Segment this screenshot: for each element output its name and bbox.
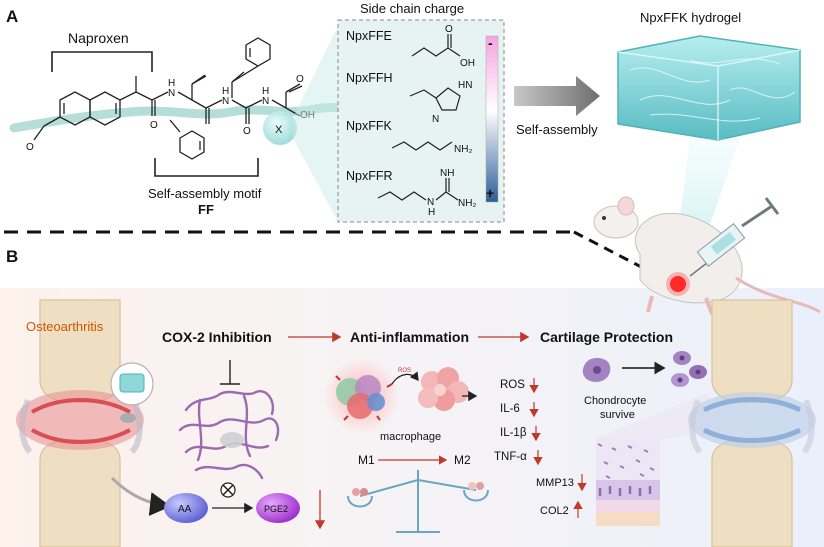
macrophage-label: macrophage [380, 431, 441, 443]
atom-h-3: H [262, 86, 269, 97]
balance-cells [352, 482, 484, 496]
motif-ff-label: FF [198, 202, 214, 217]
atom-x: X [275, 124, 283, 136]
naproxen-bracket [51, 51, 153, 72]
macrophage-cluster [418, 367, 469, 411]
naproxen-label: Naproxen [68, 30, 129, 46]
m1-label: M1 [358, 453, 375, 467]
left-knee-illustration [16, 299, 144, 547]
atom-n-2: N [222, 96, 229, 107]
atom-h-1: H [168, 78, 175, 89]
side-chain-sphere [263, 111, 297, 145]
arg-n: N [427, 197, 434, 208]
atom-o-ring: O [26, 142, 34, 153]
cytokine-ros: ROS [500, 379, 525, 391]
zoom-cone [293, 26, 338, 222]
glu-structure [411, 34, 461, 57]
chondrocyte-group [671, 351, 707, 387]
naphthalene-rings [33, 71, 303, 141]
glu-o: O [445, 24, 453, 35]
motif-label: Self-assembly motif [148, 186, 262, 201]
his-n: N [432, 114, 439, 125]
self-assembly-label: Self-assembly [516, 122, 598, 137]
peptide-name: NpxFFE [346, 29, 392, 43]
atom-o-2: O [243, 126, 251, 137]
ros-small-label: ROS [398, 368, 411, 374]
hydrogel-cube [617, 35, 801, 141]
charge-bar [485, 35, 499, 203]
charge-minus: - [488, 35, 493, 51]
atom-n-1: N [168, 88, 175, 99]
pge2-label: PGE2 [264, 504, 288, 514]
phenyl-linker [231, 65, 259, 83]
cytokine-il1b: IL-1β [500, 427, 527, 439]
right-knee-illustration [688, 299, 816, 547]
peptide-name: NpxFFH [346, 71, 393, 85]
phenyl-ring-lower [179, 130, 205, 160]
osteoarthritis-label: Osteoarthritis [26, 319, 104, 334]
block-icon [220, 482, 236, 498]
peptide-name: NpxFFK [346, 119, 393, 133]
chondrocyte-single [582, 357, 611, 382]
macrophage-cell [335, 375, 393, 421]
lys-structure [391, 141, 453, 151]
side-chain-box [337, 19, 505, 223]
lys-nh2: NH₂ [454, 144, 472, 155]
panel-b-label: B [6, 247, 18, 266]
atom-n-mid: N [262, 96, 269, 107]
aa-node [164, 493, 208, 523]
balance-scale [347, 470, 489, 533]
inhibition-symbol [220, 360, 240, 385]
atom-h-2: H [222, 86, 229, 97]
pge2-node [256, 493, 300, 523]
chondrocyte-survive-label: survive [600, 409, 635, 421]
glu-oh: OH [460, 58, 475, 69]
arg-structure [377, 178, 459, 201]
cox2-active-site [220, 432, 244, 448]
stage-cox2: COX-2 Inhibition [162, 329, 272, 345]
atom-o-top: O [296, 74, 304, 85]
cytokine-il6: IL-6 [500, 403, 520, 415]
arg-nh2: NH₂ [458, 198, 476, 209]
col2-label: COL2 [540, 505, 569, 517]
hydrogel-title: NpxFFK hydrogel [640, 10, 741, 25]
side-chain-title: Side chain charge [360, 1, 464, 16]
cytokine-tnfa: TNF-α [494, 451, 527, 463]
syringe-illustration [689, 197, 780, 277]
hydrogel-zoom-cube [119, 373, 145, 393]
stage-cartilage-protection: Cartilage Protection [540, 329, 673, 345]
tissue-zoom-cone [596, 392, 710, 440]
phenyl-ring-upper [245, 37, 271, 67]
chondrocyte-label: Chondrocyte [584, 395, 646, 407]
aa-label: AA [178, 504, 192, 515]
arg-nh-top: NH [440, 168, 454, 179]
mmp13-label: MMP13 [536, 477, 574, 489]
panel-a-label: A [6, 7, 18, 26]
his-structure [409, 87, 461, 111]
m2-label: M2 [454, 453, 471, 467]
motif-bracket [154, 158, 259, 177]
self-assembly-arrow [514, 76, 600, 116]
peptide-name: NpxFFR [346, 169, 393, 183]
his-hn: HN [458, 80, 472, 91]
knee-to-aa-arrow [110, 476, 171, 516]
mouse-illustration [593, 196, 821, 315]
stage-anti-inflammation: Anti-inflammation [350, 329, 469, 345]
atom-o-1: O [150, 120, 158, 131]
arg-h: H [428, 207, 435, 218]
macrophage-arrow [391, 371, 419, 385]
cartilage-section [596, 438, 660, 526]
charge-plus: + [486, 185, 494, 201]
